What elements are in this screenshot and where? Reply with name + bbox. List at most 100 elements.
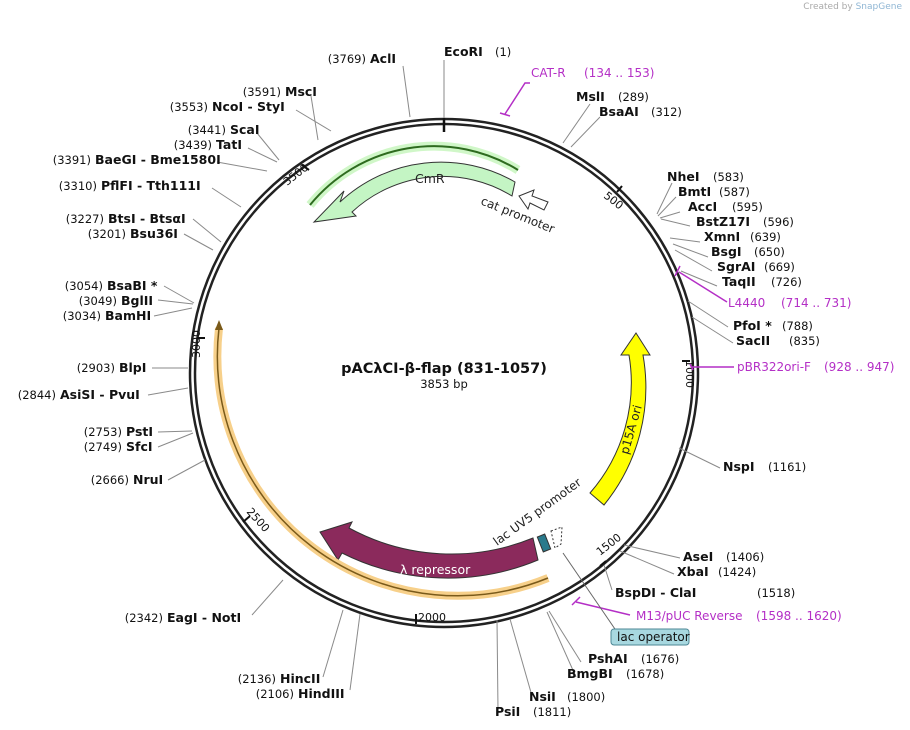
- enzyme-pos: (3391): [53, 153, 91, 167]
- enzyme-asei[interactable]: AseI: [683, 549, 713, 564]
- enzyme-taqii[interactable]: TaqII: [722, 274, 756, 289]
- lac-uv5-box: [536, 533, 552, 553]
- lambda-repressor-feature[interactable]: λ repressor: [319, 521, 539, 579]
- enzyme-pflfi[interactable]: PflFI - Tth111I: [101, 178, 201, 193]
- enzyme-pos: (669): [764, 260, 795, 274]
- ruler-label: 3000: [190, 330, 203, 358]
- enzyme-pfoi[interactable]: PfoI *: [733, 318, 772, 333]
- ruler-label: 1500: [594, 531, 624, 558]
- cat-promoter-feature[interactable]: cat promoter: [479, 189, 557, 236]
- enzyme-nrui[interactable]: NruI: [133, 472, 163, 487]
- primer-marks: [499, 82, 734, 616]
- enzyme-sacii[interactable]: SacII: [736, 333, 770, 348]
- enzyme-pos: (726): [771, 275, 802, 289]
- enzyme-pos: (1406): [726, 550, 764, 564]
- enzyme-leaders: [147, 60, 734, 711]
- credit-prefix: Created by: [803, 2, 853, 12]
- enzyme-xmni[interactable]: XmnI: [704, 229, 740, 244]
- enzyme-pos: (2844): [18, 388, 56, 402]
- enzyme-bamhi[interactable]: BamHI: [105, 308, 151, 323]
- enzyme-pos: (3439): [174, 138, 212, 152]
- enzyme-acci[interactable]: AccI: [688, 199, 717, 214]
- enzyme-asisi-pvui[interactable]: AsiSI - PvuI: [60, 387, 140, 402]
- cmr-arrow: [312, 161, 516, 223]
- enzyme-blpi[interactable]: BlpI: [119, 360, 146, 375]
- cmr-feature[interactable]: CmR: [306, 141, 521, 223]
- plasmid-length: 3853 bp: [420, 377, 468, 391]
- enzyme-acli[interactable]: AclI: [370, 51, 396, 66]
- enzyme-psii[interactable]: PsiI: [495, 704, 520, 719]
- enzyme-pshai[interactable]: PshAI: [588, 651, 628, 666]
- enzyme-pos: (3769): [328, 52, 366, 66]
- enzymes-left: (3769) AclI (3591) MscI (3553) NcoI - St…: [18, 51, 396, 701]
- lac-operator-badge[interactable]: lac operator: [562, 552, 690, 646]
- enzyme-eagi-noti[interactable]: EagI - NotI: [167, 610, 241, 625]
- enzyme-msli[interactable]: MslI: [576, 89, 605, 104]
- enzyme-pos: (3054): [65, 279, 103, 293]
- enzyme-pos: (1161): [768, 460, 806, 474]
- enzyme-bglii[interactable]: BglII: [121, 293, 153, 308]
- enzyme-sfci[interactable]: SfcI: [126, 439, 153, 454]
- enzymes-right: EcoRI (1) MslI (289) BsaAI (312) NheI (5…: [444, 44, 820, 719]
- snapgene-credit: Created by SnapGene: [803, 2, 902, 12]
- enzyme-pos: (2666): [91, 473, 129, 487]
- enzyme-scai[interactable]: ScaI: [230, 122, 260, 137]
- enzyme-pos: (596): [763, 215, 794, 229]
- primer-cat-r-range: (134 .. 153): [584, 66, 654, 80]
- ruler: [197, 164, 690, 624]
- enzyme-bsu36i[interactable]: Bsu36I: [130, 226, 178, 241]
- lambda-repressor-label: λ repressor: [400, 562, 471, 577]
- enzyme-pos: (639): [750, 230, 781, 244]
- enzyme-pos: (1811): [533, 705, 571, 719]
- enzyme-pos: (3227): [66, 212, 104, 226]
- p15a-ori-feature[interactable]: p15A ori: [589, 332, 651, 506]
- enzyme-tati[interactable]: TatI: [216, 137, 242, 152]
- plasmid-name: pACλCI-β-flap (831-1057): [341, 361, 547, 377]
- primer-l4440-name[interactable]: L4440: [728, 296, 765, 310]
- enzyme-bsaai[interactable]: BsaAI: [599, 104, 639, 119]
- primer-pbr322-range: (928 .. 947): [824, 360, 894, 374]
- enzyme-nsii[interactable]: NsiI: [529, 689, 556, 704]
- enzyme-bspdi-clai[interactable]: BspDI - ClaI: [615, 585, 696, 600]
- orange-feature-line: [216, 327, 549, 597]
- enzyme-nhei[interactable]: NheI: [667, 169, 700, 184]
- enzyme-btsi[interactable]: BtsI - BtsαI: [108, 211, 186, 226]
- enzyme-psti[interactable]: PstI: [126, 424, 153, 439]
- enzyme-pos: (289): [618, 90, 649, 104]
- primer-pbr322-name[interactable]: pBR322ori-F: [737, 360, 811, 374]
- enzyme-pos: (595): [732, 200, 763, 214]
- enzyme-pos: (788): [782, 319, 813, 333]
- enzyme-ncoi-styi[interactable]: NcoI - StyI: [212, 99, 285, 114]
- enzyme-pos: (650): [754, 245, 785, 259]
- enzyme-pos: (583): [713, 170, 744, 184]
- lac-operator-label: lac operator: [617, 630, 690, 644]
- enzyme-pos: (2903): [77, 361, 115, 375]
- enzyme-bsgi[interactable]: BsgI: [711, 244, 742, 259]
- p15a-ori-arrow: [589, 332, 651, 506]
- enzyme-sgrai[interactable]: SgrAI: [717, 259, 755, 274]
- primer-m13-name[interactable]: M13/pUC Reverse: [636, 609, 743, 623]
- enzyme-bmgbi[interactable]: BmgBI: [567, 666, 613, 681]
- enzyme-msci[interactable]: MscI: [285, 84, 317, 99]
- cat-promoter-label: cat promoter: [479, 194, 557, 236]
- lambda-repressor-arrow: [319, 521, 539, 579]
- enzyme-ecori[interactable]: EcoRI: [444, 44, 483, 59]
- primer-cat-r-name[interactable]: CAT-R: [531, 66, 566, 80]
- enzyme-bstz17i[interactable]: BstZ17I: [696, 214, 750, 229]
- enzyme-nspi[interactable]: NspI: [723, 459, 755, 474]
- enzyme-baegi[interactable]: BaeGI - Bme1580I: [95, 152, 221, 167]
- ruler-label: 2000: [418, 611, 446, 624]
- enzyme-pos: (3441): [188, 123, 226, 137]
- enzyme-pos: (3201): [88, 227, 126, 241]
- enzyme-hindiii[interactable]: HindIII: [298, 686, 345, 701]
- enzyme-bsabi[interactable]: BsaBI *: [107, 278, 158, 293]
- cmr-label: CmR: [415, 171, 445, 186]
- enzyme-bmti[interactable]: BmtI: [678, 184, 711, 199]
- enzyme-pos: (2342): [125, 611, 163, 625]
- enzyme-hincii[interactable]: HincII: [280, 671, 320, 686]
- enzyme-pos: (2106): [256, 687, 294, 701]
- enzyme-xbai[interactable]: XbaI: [677, 564, 709, 579]
- lac-uv5-feature[interactable]: lac UV5 promoter: [491, 475, 584, 553]
- enzyme-pos: (1800): [567, 690, 605, 704]
